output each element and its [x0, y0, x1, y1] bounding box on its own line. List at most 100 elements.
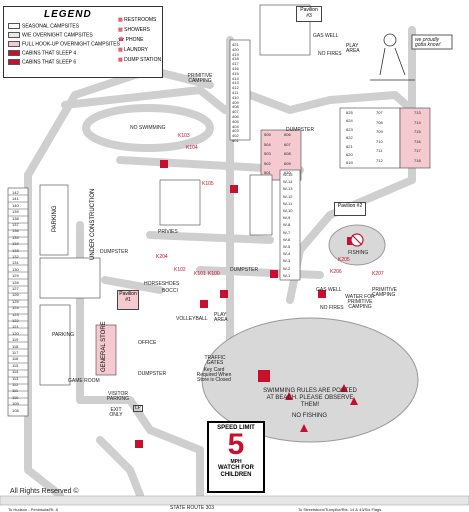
- copyright-label: All Rights Reserved ©: [10, 488, 79, 495]
- site-number: 114: [12, 369, 19, 375]
- pavilion-2[interactable]: Pavilion #2: [334, 202, 366, 216]
- to-streetsboro-label: To Streetsboro/Turnpike/Rts. 14 & 43/Six…: [298, 507, 382, 512]
- legend-phone: ☎ PHONE: [118, 37, 143, 43]
- site-number: 712: [376, 157, 383, 163]
- cabin-k100[interactable]: K100: [208, 271, 220, 277]
- site-number: 419: [232, 51, 239, 57]
- site-number: 608: [284, 151, 291, 156]
- cabin-k103[interactable]: K103: [178, 133, 190, 139]
- site-number: 117: [12, 350, 19, 355]
- legend-we-overnight: W/E OVERNIGHT CAMPSITES: [8, 32, 93, 38]
- pavilion-3[interactable]: Pavilion #3: [296, 6, 322, 22]
- legend-restrooms: ▩ RESTROOMS: [118, 17, 156, 23]
- site-number: 403: [232, 128, 239, 134]
- general-store-label: GENERAL STORE: [101, 321, 107, 372]
- cabin-k206[interactable]: K206: [330, 269, 342, 275]
- site-number: 625: [346, 110, 353, 115]
- cabin-k101[interactable]: K101: [194, 271, 206, 277]
- site-number: W-10: [283, 208, 293, 213]
- speed-limit-unit: MPH: [230, 459, 242, 465]
- speed-limit-warning-1: WATCH FOR: [218, 465, 254, 471]
- cabin-k207[interactable]: K207: [372, 271, 384, 277]
- visitor-parking-label: VISITOR PARKING: [106, 391, 130, 402]
- horseshoes-label: HORSESHOES: [144, 281, 180, 287]
- site-number: 606: [284, 132, 291, 137]
- site-number: 715: [414, 129, 421, 134]
- site-number: 624: [346, 118, 353, 124]
- center-lower-sites: [249, 174, 273, 236]
- right-site-grid: [339, 107, 401, 169]
- cabin-k102[interactable]: K102: [174, 267, 186, 273]
- speed-limit-warning-2: CHILDREN: [220, 472, 252, 478]
- site-number: 707: [376, 110, 383, 115]
- site-number: 505: [264, 132, 271, 137]
- legend-laundry: ▩ LAUNDRY: [118, 47, 148, 53]
- site-number: W-12: [283, 193, 293, 199]
- laundry-icon: ▩: [118, 47, 123, 53]
- seasonal-swatch: [8, 23, 20, 29]
- site-number: 412: [232, 85, 239, 91]
- cabin-k105[interactable]: K105: [202, 181, 214, 187]
- site-number: 132: [12, 254, 19, 259]
- site-number: 718: [414, 157, 421, 163]
- no-swimming-pond-loop: [82, 104, 214, 152]
- site-number: 115: [12, 362, 19, 368]
- site-number: 135: [12, 234, 19, 240]
- site-number: 125: [12, 298, 19, 304]
- site-number: 410: [232, 94, 239, 100]
- site-number: 409: [232, 99, 239, 105]
- cabin-k205[interactable]: K205: [338, 257, 350, 263]
- site-number: 138: [12, 215, 19, 221]
- site-number: 112: [12, 382, 19, 387]
- site-number: 130: [12, 266, 19, 272]
- state-route-303: [0, 495, 469, 506]
- site-number: 416: [232, 66, 239, 71]
- site-number: 404: [232, 123, 239, 129]
- site-number: 710: [376, 138, 383, 144]
- site-number: 405: [232, 118, 239, 124]
- site-number: 136: [12, 228, 19, 234]
- legend-dump: ▩ DUMP STATION: [118, 57, 161, 63]
- cabin-k204[interactable]: K204: [156, 254, 168, 260]
- dumpster-label-3: DUMPSTER: [100, 249, 129, 255]
- no-fishing-label: NO FISHING: [292, 413, 328, 419]
- site-number: W-5: [283, 244, 291, 249]
- site-number: 113: [12, 375, 19, 381]
- site-number: 116: [12, 356, 19, 362]
- under-construction-label: UNDER CONSTRUCTION: [90, 188, 96, 260]
- legend-showers: ▩ SHOWERS: [118, 27, 150, 33]
- site-number: 609: [284, 160, 291, 166]
- primitive-camping-label-2: PRIMITIVE CAMPING: [372, 287, 398, 298]
- dumpster-label-2: DUMPSTER: [138, 371, 167, 377]
- pavilion-1[interactable]: Pavilion #1: [117, 290, 139, 310]
- legend-label: FULL HOOK-UP OVERNIGHT CAMPSITES: [22, 41, 120, 48]
- cabin-k104[interactable]: K104: [186, 145, 198, 151]
- legend-cabin-4: CABINS THAT SLEEP 4: [8, 50, 76, 56]
- legend-label: PHONE: [125, 37, 144, 43]
- speed-limit-title: SPEED LIMIT: [217, 425, 255, 431]
- game-room-label: GAME ROOM: [68, 378, 100, 384]
- lower-left-sites: [39, 257, 101, 299]
- site-number: W-14: [283, 179, 293, 185]
- site-number: 122: [12, 318, 19, 323]
- site-number: 417: [232, 61, 239, 67]
- bocci-label: BOCCI: [162, 288, 178, 294]
- traffic-gates-label: TRAFFIC GATES: [204, 355, 226, 366]
- play-area-label: PLAY AREA: [346, 43, 360, 54]
- shower-icon: ▩: [118, 27, 123, 33]
- dump-station-icon: ▩: [118, 57, 123, 63]
- site-number: 406: [232, 114, 239, 119]
- legend-seasonal: SEASONAL CAMPSITES: [8, 23, 79, 29]
- site-number: 501: [264, 170, 271, 175]
- lp-tank: LP: [133, 405, 144, 412]
- site-number: 415: [232, 70, 239, 76]
- swim-rules-label: SWIMMING RULES ARE POSTED AT BEACH. PLEA…: [263, 388, 357, 408]
- site-number: 134: [12, 241, 19, 247]
- legend-label: SEASONAL CAMPSITES: [22, 23, 80, 30]
- site-number: 502: [264, 160, 271, 166]
- legend: LEGEND SEASONAL CAMPSITES W/E OVERNIGHT …: [3, 6, 163, 78]
- site-number: W-15: [283, 172, 293, 177]
- legend-label: SHOWERS: [124, 27, 150, 33]
